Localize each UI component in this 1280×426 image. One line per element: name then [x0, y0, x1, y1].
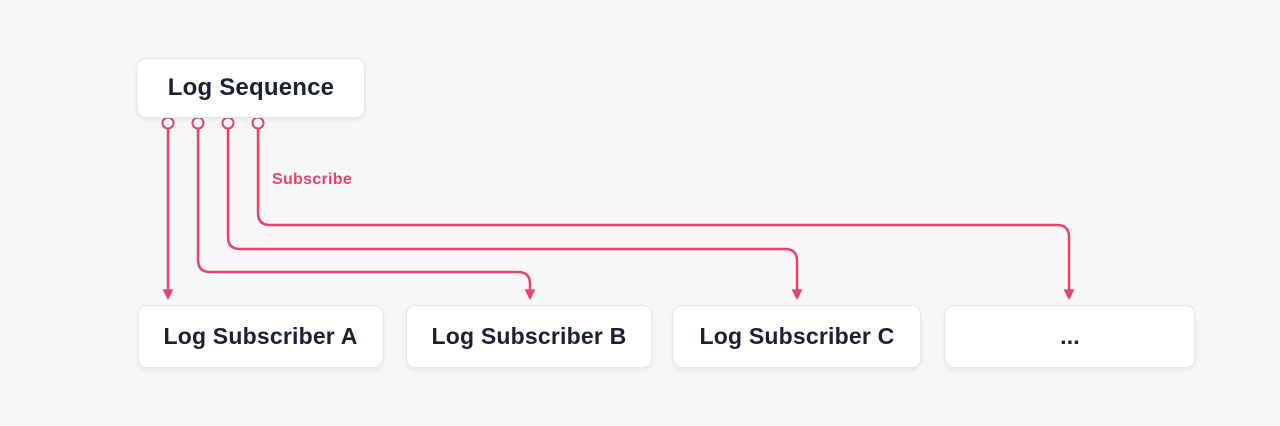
node-log-subscriber-c: Log Subscriber C — [673, 305, 921, 368]
node-log-subscriber-c-label: Log Subscriber C — [699, 323, 895, 349]
connection-port-icon — [221, 116, 235, 130]
connector-arrow-more-subscribers — [256, 127, 1075, 301]
node-log-sequence-label: Log Sequence — [167, 74, 335, 101]
node-more-subscribers-label: ... — [1060, 323, 1080, 349]
node-log-subscriber-a: Log Subscriber A — [138, 305, 383, 368]
edge-label-subscribe: Subscribe — [272, 171, 353, 188]
connector-arrow-subscriber-b — [196, 127, 536, 301]
node-log-subscriber-b-label: Log Subscriber B — [431, 323, 627, 349]
node-log-subscriber-a-label: Log Subscriber A — [163, 323, 358, 349]
node-log-sequence: Log Sequence — [137, 58, 365, 118]
node-more-subscribers: ... — [945, 305, 1195, 368]
connection-port-icon — [251, 116, 265, 130]
connector-arrow-subscriber-c — [226, 127, 803, 301]
connection-port-icon — [161, 116, 175, 130]
connection-port-icon — [191, 116, 205, 130]
node-log-subscriber-b: Log Subscriber B — [406, 305, 652, 368]
